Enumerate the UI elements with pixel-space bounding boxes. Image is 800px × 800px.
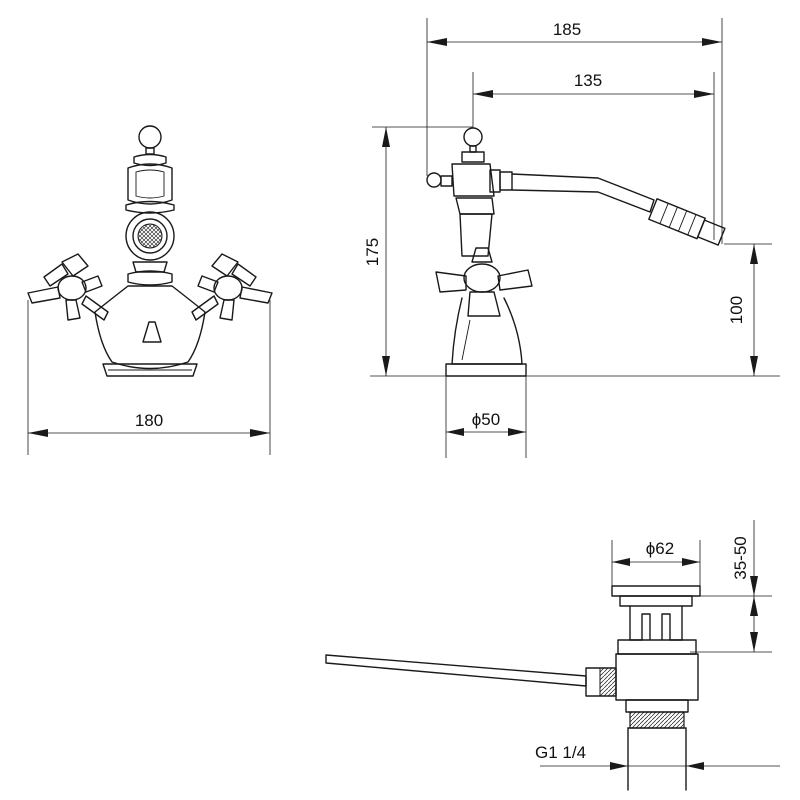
side-base xyxy=(445,363,527,377)
dimension-label-spout-height: 100 xyxy=(727,296,746,324)
front-view: 180 xyxy=(27,125,273,455)
side-control-knob xyxy=(426,172,442,188)
faucet-body xyxy=(94,285,206,370)
spout-nozzle xyxy=(648,198,726,246)
aerator-outer xyxy=(125,211,175,261)
dimension-label-spout-length: 135 xyxy=(574,71,602,90)
pop-up-waste: ϕ62 35-50 G1 1/4 xyxy=(325,520,780,791)
lever-knob xyxy=(138,125,162,149)
waste-flange xyxy=(611,585,701,597)
dimension-label-base-diameter: ϕ50 xyxy=(472,410,500,429)
popup-knob xyxy=(142,321,162,343)
side-lever-knob xyxy=(463,127,483,147)
dimension-label-overall-length: 185 xyxy=(553,20,581,39)
faucet-base xyxy=(102,363,198,377)
dimension-label-waste-range: 35-50 xyxy=(731,536,750,579)
waste-thread xyxy=(629,711,685,729)
side-cross-handle xyxy=(435,247,533,317)
control-rod xyxy=(325,654,587,687)
side-body-column xyxy=(459,213,493,257)
left-cross-handle xyxy=(27,253,109,321)
dimension-label-height: 175 xyxy=(363,238,382,266)
side-view: 185 135 175 100 ϕ50 xyxy=(363,18,780,458)
dimension-label-front-width: 180 xyxy=(135,411,163,430)
right-cross-handle xyxy=(191,253,273,321)
aerator-mesh xyxy=(137,223,163,249)
dimension-label-waste-thread: G1 1/4 xyxy=(535,743,586,762)
dimension-label-waste-diameter: ϕ62 xyxy=(646,539,674,558)
spout-arm xyxy=(511,173,655,213)
side-lower-body xyxy=(451,297,523,365)
waste-body xyxy=(617,639,697,655)
valve-head xyxy=(451,163,495,197)
